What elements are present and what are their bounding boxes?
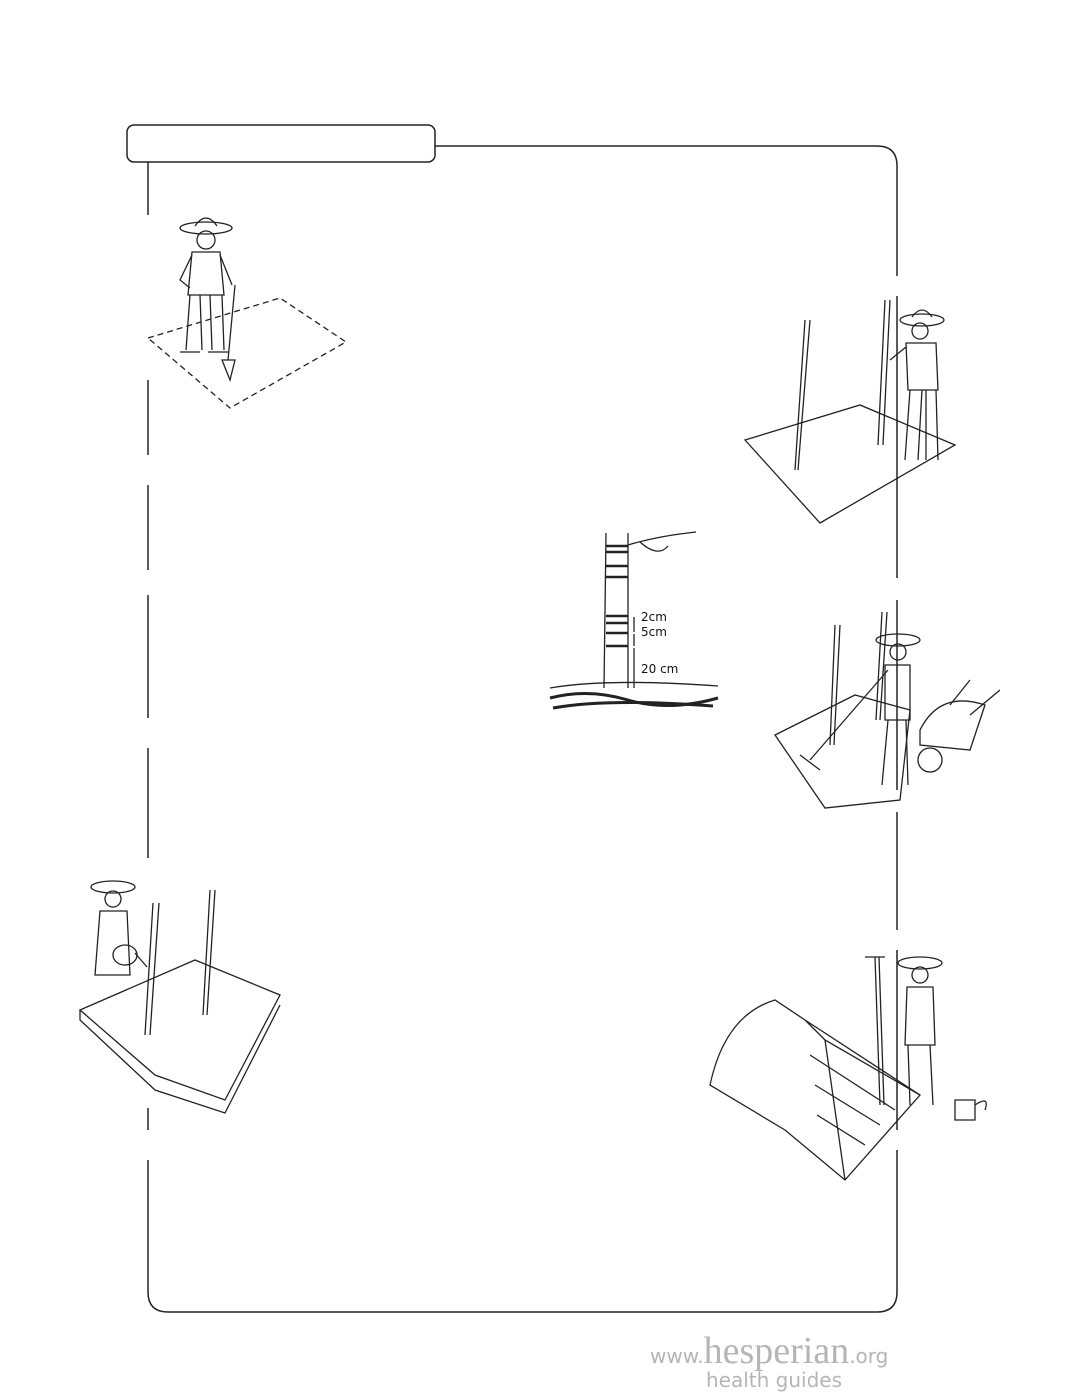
logo-www: www.: [650, 1344, 704, 1368]
hesperian-logo: www.hesperian.org health guides: [650, 1332, 889, 1392]
person-placing-poles-illustration: [743, 299, 957, 524]
person-digging-illustration: [146, 217, 348, 409]
label-2cm: 2cm: [641, 610, 667, 624]
measuring-stick-illustration: [549, 531, 719, 710]
compost-pile-illustration: [709, 956, 987, 1181]
logo-line: www.hesperian.org: [650, 1332, 889, 1370]
logo-org: .org: [849, 1344, 889, 1368]
person-raking-illustration: [774, 611, 1000, 809]
label-5cm: 5cm: [641, 625, 667, 639]
person-watering-illustration: [78, 880, 281, 1114]
label-20cm: 20 cm: [641, 662, 679, 676]
logo-subtitle: health guides: [706, 1368, 843, 1392]
section-tab: [126, 124, 436, 163]
logo-brand: hesperian: [703, 1330, 850, 1372]
